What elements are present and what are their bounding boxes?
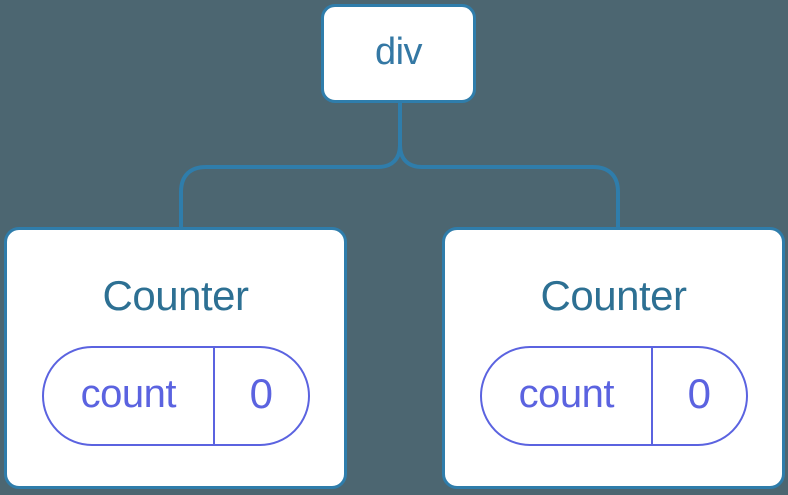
state-value-label: 0 (249, 370, 273, 417)
counter-card-left: Counter count 0 (4, 227, 347, 489)
component-name-label: Counter (102, 272, 249, 319)
connector-branch-left (179, 144, 402, 229)
state-key-label: count (482, 348, 654, 444)
state-value-label: 0 (687, 370, 711, 417)
state-pill: count 0 (41, 346, 310, 446)
counter-card-right: Counter count 0 (442, 227, 785, 489)
component-name-label: Counter (540, 272, 687, 319)
root-node-label: div (374, 30, 423, 73)
root-node-div: div (321, 4, 476, 103)
connector-branch-right (398, 144, 620, 229)
state-pill: count 0 (479, 346, 748, 446)
state-key-label: count (44, 348, 216, 444)
